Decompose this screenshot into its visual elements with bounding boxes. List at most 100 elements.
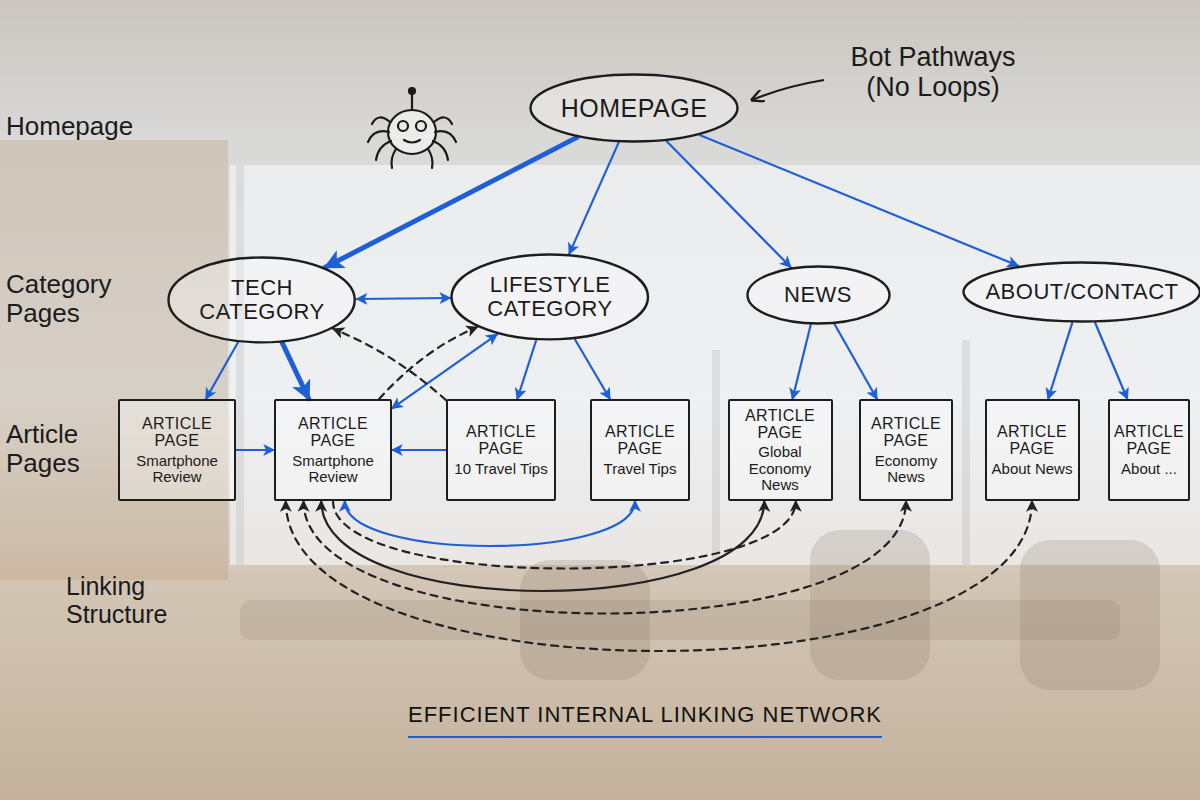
spider-mouth bbox=[404, 140, 420, 143]
link-arrow bbox=[304, 501, 907, 614]
link-arrow bbox=[333, 501, 796, 569]
node-text: TECH CATEGORY bbox=[196, 276, 328, 324]
node-heading: ARTICLE PAGE bbox=[124, 415, 230, 450]
spider-leg bbox=[428, 149, 433, 168]
spider-leg bbox=[372, 117, 390, 124]
node-text: ABOUT/CONTACT bbox=[985, 280, 1178, 304]
node-body: Travel Tips bbox=[596, 461, 684, 477]
table-blur bbox=[240, 600, 1120, 640]
node-body: Economy News bbox=[865, 453, 947, 485]
spider-leg bbox=[376, 141, 391, 160]
article-box: ARTICLE PAGE Travel Tips bbox=[590, 399, 690, 501]
diagram-caption: EFFICIENT INTERNAL LINKING NETWORK bbox=[408, 702, 882, 738]
node-text: ARTICLE PAGE Travel Tips bbox=[596, 423, 684, 477]
spider-eye bbox=[416, 121, 426, 131]
annotation-label: Bot Pathways (No Loops) bbox=[826, 42, 1040, 102]
link-arrow bbox=[392, 449, 446, 451]
node-heading: NEWS bbox=[784, 283, 852, 307]
wall-panel bbox=[0, 140, 228, 580]
link-arrow bbox=[569, 143, 618, 254]
annotation-label: Category Pages bbox=[6, 270, 136, 328]
link-arrow bbox=[667, 141, 791, 267]
link-arrow bbox=[700, 135, 1018, 266]
ellipse-outline bbox=[452, 255, 648, 340]
node-heading: LIFESTYLE CATEGORY bbox=[480, 273, 620, 321]
link-arrow bbox=[835, 324, 877, 399]
leader-arrow bbox=[752, 80, 824, 100]
article-box: ARTICLE PAGE About News bbox=[985, 399, 1080, 501]
link-arrow bbox=[357, 298, 451, 299]
spider-bot-icon bbox=[368, 88, 456, 168]
node-body: Smartphone Review bbox=[124, 453, 230, 485]
annotation-label: Homepage bbox=[6, 112, 133, 141]
node-heading: ARTICLE PAGE bbox=[1114, 423, 1184, 458]
node-text: NEWS bbox=[784, 283, 852, 307]
node-heading: ARTICLE PAGE bbox=[865, 415, 947, 450]
link-arrow bbox=[282, 343, 309, 399]
node-body: Global Economy News bbox=[734, 444, 827, 493]
node-body: About ... bbox=[1114, 461, 1184, 477]
node-text: ARTICLE PAGESmartphone Review bbox=[280, 415, 386, 485]
antenna bbox=[411, 94, 413, 110]
article-box: ARTICLE PAGE10 Travel Tips bbox=[446, 399, 556, 501]
node-text: ARTICLE PAGE About ... bbox=[1114, 423, 1184, 477]
article-box: ARTICLE PAGE About ... bbox=[1108, 399, 1190, 501]
node-heading: ARTICLE PAGE bbox=[734, 407, 827, 442]
link-arrow bbox=[1095, 323, 1127, 399]
node-text: ARTICLE PAGESmartphone Review bbox=[124, 415, 230, 485]
link-arrow bbox=[286, 501, 1032, 651]
ellipse-outline bbox=[169, 258, 355, 343]
article-box: ARTICLE PAGEGlobal Economy News bbox=[728, 399, 833, 501]
node-heading: ARTICLE PAGE bbox=[596, 423, 684, 458]
link-arrow bbox=[236, 449, 274, 451]
node-text: ARTICLE PAGE10 Travel Tips bbox=[452, 423, 550, 477]
page-ellipse: NEWS bbox=[746, 265, 891, 325]
page-ellipse: LIFESTYLE CATEGORY bbox=[450, 253, 649, 341]
link-arrow bbox=[206, 343, 238, 400]
page-ellipse: ABOUT/CONTACT bbox=[962, 261, 1200, 323]
ellipse-outline bbox=[531, 75, 738, 142]
node-heading: HOMEPAGE bbox=[561, 95, 708, 122]
page-ellipse: TECH CATEGORY bbox=[167, 256, 356, 344]
link-arrow bbox=[517, 341, 536, 400]
node-text: ARTICLE PAGE About News bbox=[991, 423, 1074, 477]
window-glow bbox=[230, 165, 1200, 565]
annotation-label: Linking Structure bbox=[66, 572, 226, 628]
link-arrow bbox=[793, 325, 811, 399]
link-arrow bbox=[321, 501, 764, 591]
node-body: Smartphone Review bbox=[280, 453, 386, 485]
spider-leg bbox=[434, 117, 452, 124]
window-mullion bbox=[962, 340, 970, 565]
node-body: About News bbox=[991, 461, 1074, 477]
article-box: ARTICLE PAGESmartphone Review bbox=[274, 399, 392, 501]
node-heading: ABOUT/CONTACT bbox=[985, 280, 1178, 304]
link-arrow bbox=[379, 327, 477, 399]
annotation-label: Article Pages bbox=[6, 420, 106, 478]
spider-leg bbox=[392, 149, 397, 168]
node-text: ARTICLE PAGEEconomy News bbox=[865, 415, 947, 485]
ellipse-outline bbox=[964, 262, 1200, 321]
article-box: ARTICLE PAGEEconomy News bbox=[859, 399, 953, 501]
spider-leg bbox=[368, 131, 389, 142]
node-body: 10 Travel Tips bbox=[452, 461, 550, 477]
article-box: ARTICLE PAGESmartphone Review bbox=[118, 399, 236, 501]
link-arrow bbox=[325, 137, 577, 267]
node-heading: ARTICLE PAGE bbox=[991, 423, 1074, 458]
spider-eye bbox=[398, 121, 408, 131]
node-heading: ARTICLE PAGE bbox=[280, 415, 386, 450]
antenna-tip bbox=[409, 88, 415, 94]
spider-body bbox=[388, 110, 436, 154]
window-mullion bbox=[712, 350, 720, 565]
node-heading: TECH CATEGORY bbox=[196, 276, 328, 324]
link-arrow bbox=[345, 501, 635, 546]
node-text: ARTICLE PAGEGlobal Economy News bbox=[734, 407, 827, 493]
spider-leg bbox=[433, 141, 448, 160]
node-text: HOMEPAGE bbox=[561, 95, 708, 122]
node-text: LIFESTYLE CATEGORY bbox=[480, 273, 620, 321]
spider-leg bbox=[435, 131, 456, 142]
link-arrow bbox=[333, 329, 446, 400]
link-arrow bbox=[575, 340, 610, 400]
